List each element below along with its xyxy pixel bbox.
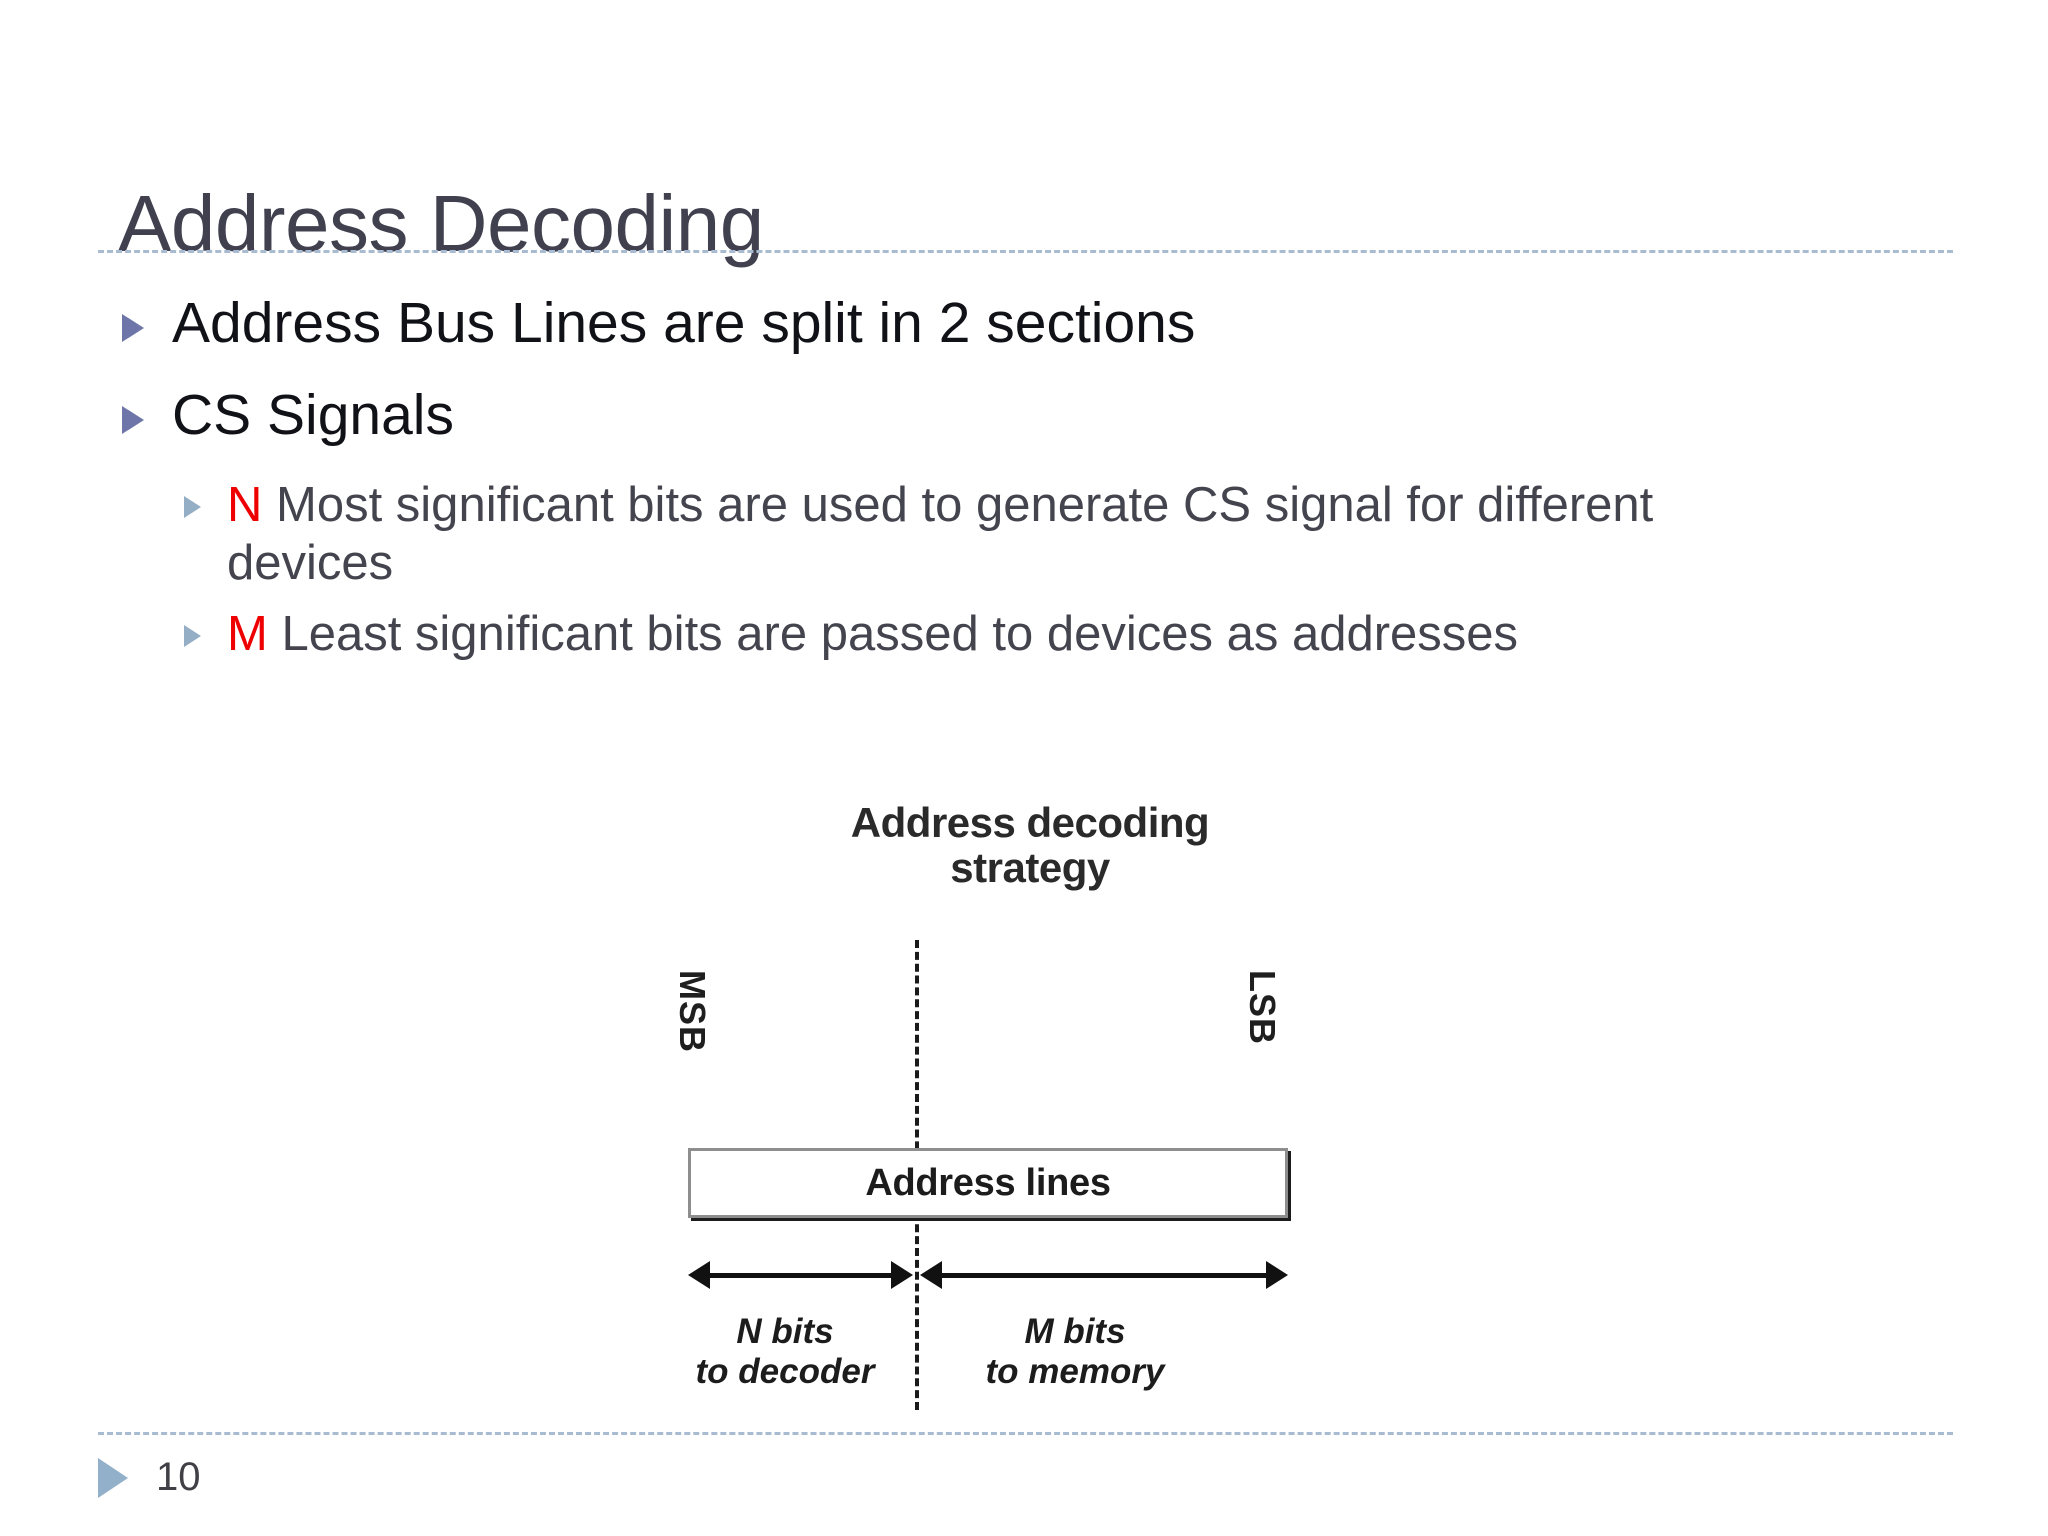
diagram-title: Address decoding strategy	[600, 800, 1460, 891]
n-bits-caption: N bits to decoder	[660, 1312, 910, 1393]
triangle-bullet-icon	[122, 314, 144, 342]
diagram-arrow-row	[688, 1255, 1288, 1295]
slide-body: Address Bus Lines are split in 2 section…	[100, 291, 1970, 676]
triangle-sub-bullet-icon	[184, 495, 201, 518]
m-bits-arrow	[920, 1261, 1288, 1289]
triangle-bullet-icon	[122, 405, 144, 434]
diagram-title-line1: Address decoding	[850, 799, 1210, 846]
bullet-label: CS Signals	[172, 382, 454, 447]
sub-bullet-item-m-lsb: M Least significant bits are passed to d…	[100, 605, 1970, 664]
m-bits-caption-line2: to memory	[985, 1352, 1165, 1392]
highlight-letter-n: N	[227, 477, 263, 532]
n-bits-caption-line2: to decoder	[695, 1352, 875, 1392]
lsb-label: LSB	[1242, 970, 1283, 1045]
msb-label: MSB	[672, 970, 713, 1053]
sub-bullet-text: Most significant bits are used to genera…	[227, 477, 1654, 591]
n-bits-arrow	[688, 1261, 913, 1289]
arrow-head-right-icon	[1266, 1261, 1288, 1289]
m-bits-caption-line1: M bits	[1024, 1312, 1126, 1351]
arrow-head-left-icon	[688, 1261, 710, 1289]
triangle-sub-bullet-icon	[184, 625, 201, 648]
arrow-shaft	[936, 1273, 1272, 1278]
address-lines-label: Address lines	[865, 1161, 1111, 1204]
sub-bullet-label: N Most significant bits are used to gene…	[227, 476, 1787, 594]
bullet-label: Address Bus Lines are split in 2 section…	[172, 291, 1196, 355]
arrow-head-right-icon	[891, 1261, 913, 1289]
sub-bullet-label: M Least significant bits are passed to d…	[227, 605, 1518, 664]
address-decoding-diagram: Address decoding strategy MSB LSB Addres…	[600, 800, 1460, 1420]
footer-divider	[98, 1432, 1953, 1435]
n-bits-caption-line1: N bits	[736, 1312, 834, 1351]
slide-footer: 10	[98, 1455, 201, 1500]
highlight-letter-m: M	[227, 607, 268, 662]
footer-triangle-icon	[98, 1457, 128, 1498]
arrow-shaft	[704, 1273, 897, 1278]
arrow-head-left-icon	[920, 1261, 942, 1289]
sub-bullet-text: Least significant bits are passed to dev…	[267, 607, 1519, 662]
diagram-title-line2: strategy	[950, 844, 1110, 892]
m-bits-caption: M bits to memory	[930, 1312, 1220, 1393]
address-lines-box: Address lines	[688, 1148, 1288, 1218]
title-divider	[98, 250, 1953, 253]
bullet-item-cs-signals: CS Signals	[100, 382, 1970, 448]
page-number: 10	[156, 1455, 201, 1499]
sub-bullet-item-n-msb: N Most significant bits are used to gene…	[100, 476, 1970, 594]
bullet-item-address-bus-lines: Address Bus Lines are split in 2 section…	[100, 291, 1970, 356]
